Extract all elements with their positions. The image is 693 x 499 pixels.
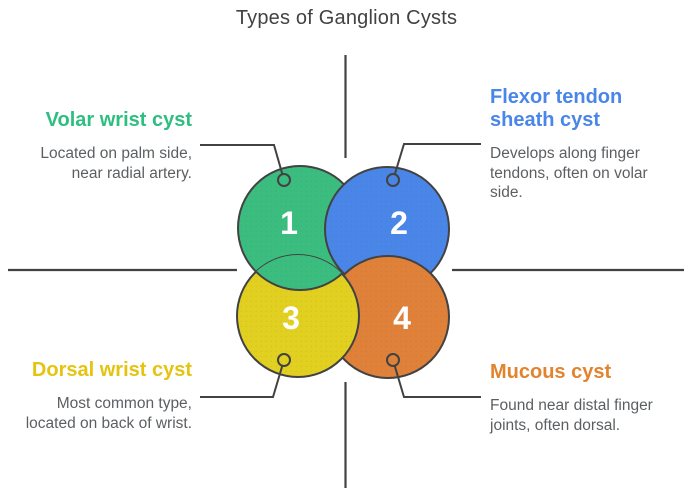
label-block-flexor: Flexor tendon sheath cyst Develops along… [490, 86, 690, 203]
label-block-volar: Volar wrist cyst Located on palm side, n… [0, 109, 192, 183]
connector-dorsal [200, 353, 291, 398]
mucous-desc-line-2: joints, often dorsal. [490, 416, 621, 434]
flexor-desc-line-1: Develops along finger [490, 145, 640, 162]
volar-desc-line-2: near radial artery. [71, 164, 192, 182]
circle-number-3: 3 [282, 300, 300, 336]
flexor-title-line-1: Flexor tendon [490, 86, 623, 108]
label-block-dorsal: Dorsal wrist cyst Most common type, loca… [0, 359, 192, 433]
volar-desc-line-1: Located on palm side, [40, 145, 192, 162]
flexor-desc-line-2: tendons, often on volar [490, 164, 648, 182]
volar-description: Located on palm side, near radial artery… [0, 144, 192, 183]
dorsal-title: Dorsal wrist cyst [31, 359, 192, 381]
flexor-desc-line-3: side. [490, 184, 523, 201]
connector-flexor [386, 143, 481, 187]
circle-mucous-cyst [326, 255, 450, 379]
volar-title: Volar wrist cyst [45, 109, 192, 131]
connector-volar [200, 144, 291, 187]
mucous-description: Found near distal finger joints, often d… [490, 396, 690, 435]
circle-number-4: 4 [393, 300, 411, 336]
flexor-title-line-2: sheath cyst [490, 109, 601, 131]
dorsal-desc-line-2: located on back of wrist. [25, 414, 192, 432]
connector-mucous [386, 353, 481, 398]
circle-number-1: 1 [280, 205, 298, 241]
circle-dorsal-wrist-cyst [236, 254, 360, 378]
mucous-desc-line-1: Found near distal finger [490, 397, 653, 414]
flexor-title: Flexor tendon sheath cyst [490, 86, 690, 132]
circle-volar-wrist-cyst [237, 165, 363, 291]
page-title: Types of Ganglion Cysts [235, 7, 458, 29]
circle-flexor-tendon-sheath-cyst [324, 166, 450, 292]
label-block-mucous: Mucous cyst Found near distal finger joi… [490, 361, 690, 435]
flexor-description: Develops along finger tendons, often on … [490, 144, 690, 203]
dorsal-description: Most common type, located on back of wri… [0, 394, 192, 433]
circle-number-2: 2 [390, 205, 408, 241]
dorsal-desc-line-1: Most common type, [56, 395, 192, 412]
mucous-title: Mucous cyst [490, 361, 612, 383]
